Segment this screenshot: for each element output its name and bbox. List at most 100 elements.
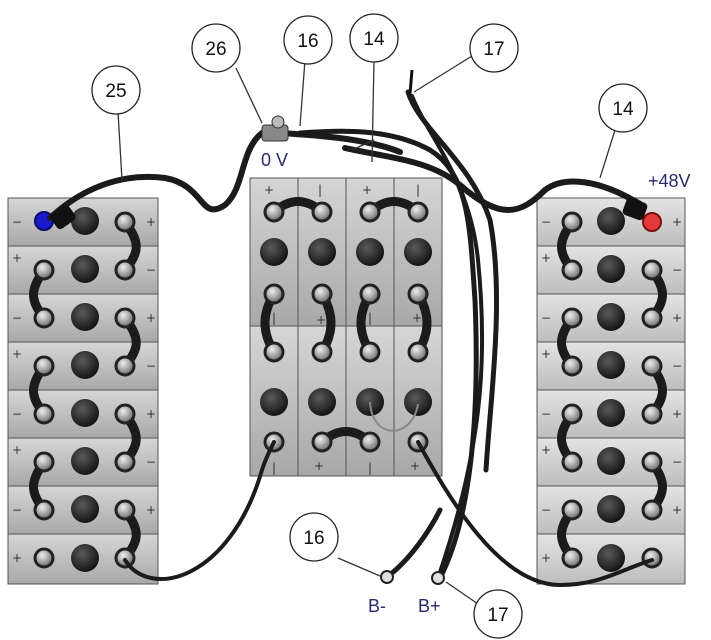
minus-symbol: − xyxy=(146,359,156,373)
vent-cap xyxy=(308,238,336,266)
vent-cap xyxy=(597,351,625,379)
minus-symbol: − xyxy=(12,407,22,421)
plus-symbol: + xyxy=(146,503,156,517)
plus-symbol: + xyxy=(362,183,372,197)
terminal xyxy=(311,201,333,223)
minus-symbol: − xyxy=(146,263,156,277)
vent-cap xyxy=(597,399,625,427)
cable-14-top xyxy=(297,128,479,581)
terminal xyxy=(561,403,583,425)
plus-symbol: + xyxy=(314,459,324,473)
vent-cap xyxy=(597,303,625,331)
minus-symbol: − xyxy=(12,215,22,229)
plus-symbol: + xyxy=(541,347,551,361)
plus-symbol: + xyxy=(672,215,682,229)
terminal xyxy=(114,211,136,233)
vent-cap xyxy=(597,255,625,283)
terminal xyxy=(561,307,583,329)
plus-symbol: + xyxy=(412,311,422,325)
vent-cap xyxy=(597,207,625,235)
callout-14-right-label: 14 xyxy=(612,99,634,120)
cable-right-bottom xyxy=(416,440,654,588)
b-plus-label: B+ xyxy=(418,596,441,616)
terminal xyxy=(561,499,583,521)
b-minus-lug xyxy=(380,570,394,584)
terminal xyxy=(641,259,663,281)
vent-cap xyxy=(71,495,99,523)
minus-symbol: − xyxy=(541,503,551,517)
terminal xyxy=(561,355,583,377)
terminal xyxy=(114,259,136,281)
callout-16-top: 16 xyxy=(283,15,333,65)
terminal xyxy=(33,307,55,329)
zero-volt-label: 0 V xyxy=(261,150,288,170)
vent-cap xyxy=(597,495,625,523)
terminal xyxy=(359,201,381,223)
terminal xyxy=(114,355,136,377)
terminal xyxy=(359,283,381,305)
plus-symbol: + xyxy=(410,459,420,473)
bar-symbol: | xyxy=(416,183,420,197)
terminal xyxy=(114,499,136,521)
terminal xyxy=(407,201,429,223)
terminal xyxy=(641,499,663,521)
minus-symbol: − xyxy=(541,407,551,421)
minus-symbol: − xyxy=(146,455,156,469)
plus-symbol: + xyxy=(541,251,551,265)
positive-connector xyxy=(622,197,648,221)
terminal xyxy=(33,355,55,377)
callout-26-label: 26 xyxy=(205,39,226,60)
terminal xyxy=(561,211,583,233)
cable-left-bottom xyxy=(123,440,276,581)
terminal xyxy=(561,547,583,569)
cable-16-bus xyxy=(277,130,403,155)
vent-cap xyxy=(71,544,99,572)
vent-cap xyxy=(71,303,99,331)
plus-symbol: + xyxy=(541,443,551,457)
vent-cap xyxy=(71,207,99,235)
terminal xyxy=(641,355,663,377)
callout-25-label: 25 xyxy=(105,81,126,102)
terminal xyxy=(641,307,663,329)
callout-17-bottom-label: 17 xyxy=(487,605,508,626)
vent-cap xyxy=(597,544,625,572)
fuse-cap xyxy=(271,115,285,129)
minus-symbol: − xyxy=(672,455,682,469)
left-battery-bank: − + − + − + − + + − + − + − + xyxy=(7,197,159,585)
minus-symbol: − xyxy=(541,215,551,229)
b-plus-lug xyxy=(431,571,445,585)
cable-25-negative xyxy=(47,130,265,221)
minus-symbol: − xyxy=(672,263,682,277)
b-minus-label: B- xyxy=(368,596,386,616)
bar-symbol: | xyxy=(368,461,372,475)
minus-symbol: − xyxy=(672,359,682,373)
terminal xyxy=(33,499,55,521)
center-battery-bank: + | + | | + | + | + | + xyxy=(249,177,443,477)
bar-symbol: | xyxy=(272,311,276,325)
callout-14-top-label: 14 xyxy=(363,29,385,50)
terminal xyxy=(311,431,333,453)
bar-symbol: | xyxy=(368,311,372,325)
vent-cap xyxy=(404,388,432,416)
vent-cap xyxy=(597,447,625,475)
plus-symbol: + xyxy=(316,313,326,327)
plus-symbol: + xyxy=(672,407,682,421)
callout-25: 25 xyxy=(91,65,141,115)
plus-symbol: + xyxy=(146,311,156,325)
vent-cap xyxy=(308,388,336,416)
callout-26: 26 xyxy=(191,23,241,73)
vent-cap xyxy=(71,255,99,283)
callout-14-top: 14 xyxy=(349,13,399,63)
callout-17-top-label: 17 xyxy=(483,39,504,60)
terminal xyxy=(114,547,136,569)
plus-symbol: + xyxy=(264,183,274,197)
terminal xyxy=(359,431,381,453)
terminal xyxy=(263,201,285,223)
plus-symbol: + xyxy=(12,551,22,565)
minus-symbol: − xyxy=(12,503,22,517)
terminal xyxy=(114,403,136,425)
cable-17-second xyxy=(410,94,485,580)
plus-symbol: + xyxy=(12,347,22,361)
terminal xyxy=(407,283,429,305)
